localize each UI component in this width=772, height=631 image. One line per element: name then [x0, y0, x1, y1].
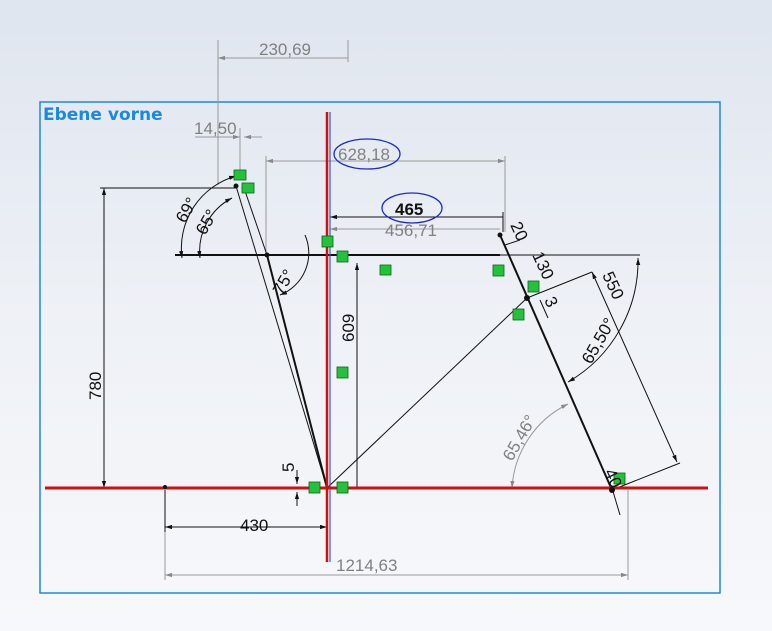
dim-230-69[interactable]: 230,69 — [259, 40, 311, 59]
dim-3[interactable]: 3 — [540, 294, 561, 311]
plane-frame — [39, 101, 721, 594]
dim-465[interactable]: 465 — [395, 200, 423, 219]
angle-75[interactable]: 75° — [269, 266, 298, 298]
relation-markers[interactable] — [233, 169, 626, 494]
angle-65-46[interactable]: 65,46° — [499, 412, 540, 464]
dim-430[interactable]: 430 — [240, 516, 268, 535]
dim-456-71[interactable]: 456,71 — [385, 221, 437, 240]
plane-title: Ebene vorne — [43, 105, 163, 125]
dim-628-18[interactable]: 628,18 — [338, 145, 390, 164]
dim-130[interactable]: 130 — [528, 249, 557, 283]
dim-20[interactable]: 20 — [506, 219, 531, 244]
dim-780[interactable]: 780 — [86, 372, 105, 400]
annotation-circle-628 — [333, 138, 401, 170]
annotation-circle-465 — [381, 192, 443, 224]
dim-1214-63[interactable]: 1214,63 — [336, 556, 397, 575]
dim-5[interactable]: 5 — [279, 463, 298, 472]
dim-550[interactable]: 550 — [598, 269, 627, 303]
dim-14-50[interactable]: 14,50 — [194, 119, 237, 138]
dim-609[interactable]: 609 — [339, 314, 358, 342]
